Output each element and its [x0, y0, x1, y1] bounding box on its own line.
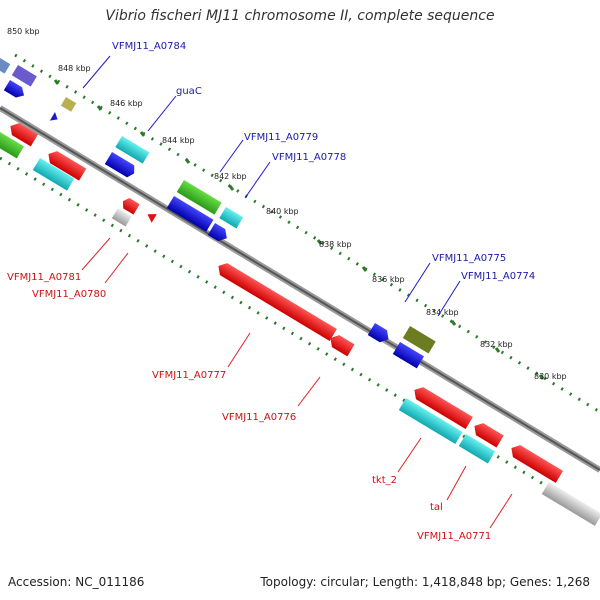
gene-feature[interactable] — [0, 132, 25, 159]
gene-feature[interactable] — [11, 65, 37, 87]
gene-feature[interactable] — [104, 152, 138, 179]
gene-feature[interactable] — [215, 260, 337, 342]
gene-label[interactable]: guaC — [176, 86, 202, 97]
backbone-inner — [0, 107, 600, 471]
major-ticks — [53, 79, 545, 380]
gene-feature[interactable] — [60, 97, 77, 112]
tick-label: 848 kbp — [58, 64, 91, 73]
tick-label: 834 kbp — [426, 308, 459, 317]
reverse-genes — [0, 120, 600, 526]
forward-genes — [0, 57, 436, 369]
map-title: Vibrio fischeri MJ11 chromosome II, comp… — [105, 8, 495, 24]
gene-label[interactable]: VFMJ11_A0780 — [32, 289, 106, 300]
gene-feature[interactable] — [207, 223, 231, 244]
gene-feature[interactable] — [111, 208, 132, 227]
forward-leaders — [82, 55, 461, 317]
gene-label[interactable]: VFMJ11_A0779 — [244, 132, 318, 143]
gene-feature[interactable] — [458, 434, 496, 464]
gene-feature[interactable] — [398, 398, 463, 444]
gene-feature[interactable] — [219, 207, 244, 229]
gene-label[interactable]: VFMJ11_A0771 — [417, 531, 491, 542]
gene-label[interactable]: VFMJ11_A0781 — [7, 272, 81, 283]
gene-feature[interactable] — [176, 180, 222, 215]
gene-label[interactable]: VFMJ11_A0774 — [461, 271, 535, 282]
tick-label: 846 kbp — [110, 99, 143, 108]
gene-label[interactable]: VFMJ11_A0784 — [112, 41, 186, 52]
gene-feature[interactable] — [471, 420, 504, 448]
tick-label: 838 kbp — [319, 240, 352, 249]
tick-label: 840 kbp — [266, 207, 299, 216]
gene-feature[interactable] — [0, 57, 11, 74]
gene-feature[interactable] — [45, 148, 87, 181]
gene-label[interactable]: VFMJ11_A0775 — [432, 253, 506, 264]
gene-feature[interactable] — [3, 80, 27, 101]
reverse-leaders — [81, 237, 513, 529]
tick-label: 844 kbp — [162, 136, 195, 145]
gene-feature[interactable] — [7, 120, 39, 147]
gene-feature[interactable] — [367, 323, 392, 345]
gene-feature[interactable] — [145, 210, 157, 223]
gene-feature[interactable] — [32, 158, 75, 191]
gene-feature[interactable] — [49, 112, 60, 124]
tick-label: 850 kbp — [7, 27, 40, 36]
gene-feature[interactable] — [120, 196, 140, 215]
gene-label[interactable]: VFMJ11_A0776 — [222, 412, 296, 423]
gene-label[interactable]: VFMJ11_A0777 — [152, 370, 226, 381]
tick-track-outer — [14, 53, 600, 414]
accession-text: Accession: NC_011186 — [8, 575, 145, 589]
gene-label[interactable]: VFMJ11_A0778 — [272, 152, 346, 163]
tick-label: 842 kbp — [214, 172, 247, 181]
tick-label: 836 kbp — [372, 275, 405, 284]
gene-feature[interactable] — [166, 196, 214, 232]
tick-label: 830 kbp — [534, 372, 567, 381]
gene-feature[interactable] — [411, 384, 473, 429]
gene-label[interactable]: tal — [430, 502, 443, 513]
gene-feature[interactable] — [392, 342, 425, 369]
gene-feature[interactable] — [402, 326, 436, 354]
tick-track-inner — [0, 156, 600, 520]
tick-label: 832 kbp — [480, 340, 513, 349]
gene-feature[interactable] — [508, 442, 564, 483]
topology-summary: Topology: circular; Length: 1,418,848 bp… — [260, 575, 590, 589]
gene-feature[interactable] — [115, 136, 150, 164]
gene-feature[interactable] — [541, 482, 600, 526]
gene-label[interactable]: tkt_2 — [372, 475, 397, 486]
gene-feature[interactable] — [327, 332, 355, 357]
